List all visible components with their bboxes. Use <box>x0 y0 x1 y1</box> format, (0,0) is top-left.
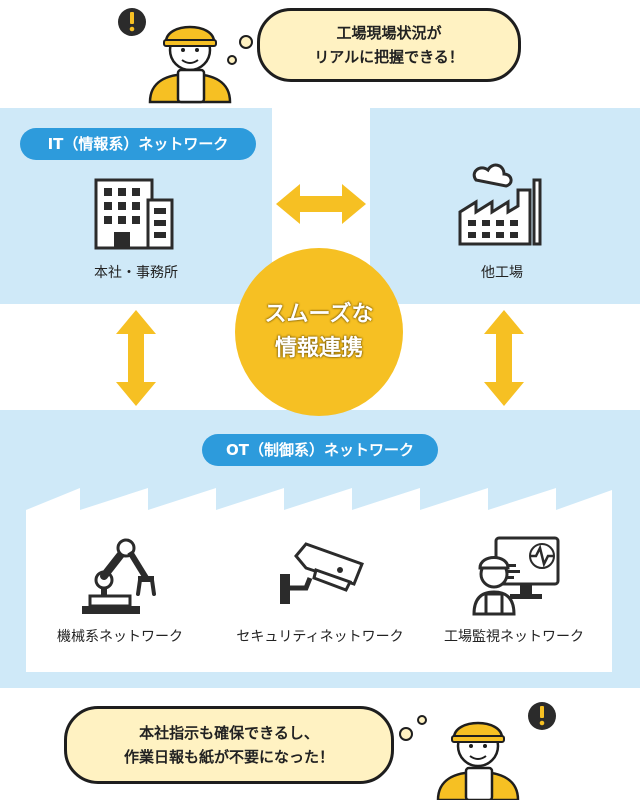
vertical-double-arrow-left-icon <box>116 310 156 406</box>
office-building-icon <box>94 178 174 250</box>
bottom-bubble-line2: 作業日報も紙が不要になった！ <box>123 748 334 766</box>
bottom-bubble-tail-dots <box>399 715 427 741</box>
vertical-double-arrow-right-icon <box>484 310 524 406</box>
ot-item-label-1: 機械系ネットワーク <box>57 629 183 645</box>
other-factory-label: 他工場 <box>481 265 523 281</box>
top-speech-bubble: 工場現場状況が リアルに把握できる！ <box>257 8 521 82</box>
bottom-speech-bubble: 本社指示も確保できるし、 作業日報も紙が不要になった！ <box>64 706 394 784</box>
worker-bottom-icon <box>436 702 556 800</box>
robot-arm-icon <box>82 538 156 614</box>
ot-item-label-2: セキュリティネットワーク <box>236 629 404 645</box>
factory-icon <box>458 163 542 246</box>
horizontal-double-arrow-icon <box>276 184 366 224</box>
top-bubble-tail-dots <box>227 35 253 65</box>
worker-top-icon <box>118 8 232 104</box>
top-bubble-line2: リアルに把握できる！ <box>314 48 464 66</box>
it-network-badge: IT（情報系）ネットワーク <box>20 128 256 160</box>
bottom-bubble-line1: 本社指示も確保できるし、 <box>139 724 319 742</box>
office-label: 本社・事務所 <box>94 265 178 281</box>
monitor-worker-icon <box>472 536 560 616</box>
smooth-info-link-circle: スムーズな 情報連携 <box>235 248 403 416</box>
top-bubble-line1: 工場現場状況が <box>336 24 442 42</box>
ot-network-badge: OT（制御系）ネットワーク <box>202 434 438 466</box>
center-line1: スムーズな <box>264 302 374 327</box>
ot-item-label-3: 工場監視ネットワーク <box>444 629 584 645</box>
center-line2: 情報連携 <box>274 336 363 361</box>
security-camera-icon <box>280 542 364 604</box>
